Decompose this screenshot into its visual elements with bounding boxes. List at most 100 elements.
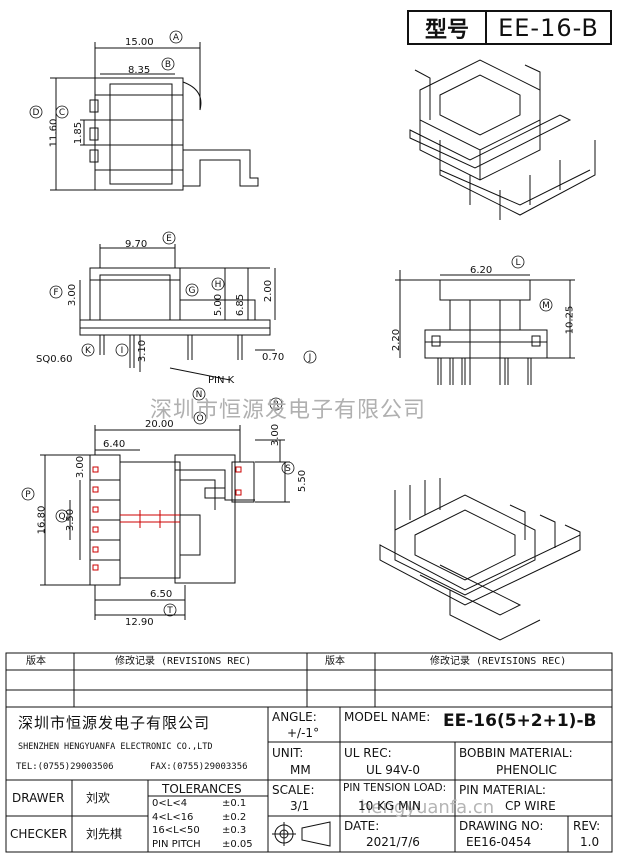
- callout-M: M: [539, 298, 553, 312]
- callout-C: C: [55, 105, 69, 119]
- model-header: 型号 EE-16-B: [407, 10, 612, 45]
- ul-label: UL REC:: [344, 746, 392, 760]
- callout-S: S: [281, 461, 295, 475]
- dim-R: 3.00: [270, 423, 282, 447]
- angle-value: +/-1°: [287, 726, 320, 740]
- dim-K: SQ0.60: [36, 354, 73, 365]
- svg-text:S: S: [285, 464, 291, 474]
- model-name-label: MODEL NAME:: [344, 710, 431, 724]
- callout-F: F: [49, 285, 63, 299]
- callout-J: J: [303, 350, 317, 364]
- revision-col1: 版本: [26, 656, 46, 667]
- dim-S: 5.50: [297, 469, 309, 493]
- pin-tension-value: 10 KG MIN: [358, 799, 421, 813]
- tolerance-range: 16<L<50: [152, 825, 200, 836]
- tolerance-range: PIN PITCH: [152, 838, 201, 850]
- front-view: [79, 244, 276, 381]
- dim-N: PIN K: [208, 375, 235, 386]
- scale-label: SCALE:: [272, 783, 315, 797]
- svg-text:I: I: [121, 346, 124, 356]
- drawer-label: DRAWER: [12, 791, 65, 805]
- svg-text:J: J: [308, 353, 312, 363]
- callout-D: D: [29, 105, 43, 119]
- callout-H: H: [211, 277, 225, 291]
- revision-table: [5, 652, 613, 708]
- dim-B: 8.35: [128, 65, 151, 76]
- dim-P: 16.80: [36, 505, 48, 535]
- callout-letters: A B C D E F G H I J K L M N O P Q R S T: [21, 30, 553, 617]
- model-value: EE-16-B: [498, 13, 599, 42]
- ul-value: UL 94V-0: [366, 763, 421, 777]
- watermark-site: hengyuanfa.cn: [360, 797, 495, 818]
- callout-O: O: [193, 411, 207, 425]
- isometric-view-bottom: [379, 478, 581, 641]
- watermark-company: 深圳市恒源发电子有限公司: [150, 398, 427, 423]
- dim-J: 0.70: [262, 352, 285, 363]
- svg-text:R: R: [273, 400, 279, 410]
- tolerance-value: ±0.3: [222, 825, 247, 836]
- rev-label: REV:: [573, 819, 601, 833]
- bobbin-value: PHENOLIC: [496, 763, 557, 777]
- dim-O: 20.00: [145, 419, 174, 430]
- drawing-no-label: DRAWING NO:: [459, 819, 544, 833]
- callout-P: P: [21, 487, 35, 501]
- callout-N: N: [192, 387, 206, 401]
- tolerances-label: TOLERANCES: [162, 782, 242, 796]
- callout-A: A: [169, 30, 183, 44]
- title-block-grid: [5, 706, 613, 853]
- dim-M2: 2.20: [391, 328, 403, 352]
- callout-B: B: [161, 57, 175, 71]
- dim-C: 1.85: [73, 121, 85, 145]
- checker-label: CHECKER: [10, 827, 68, 841]
- dim-H: 6.85: [235, 293, 247, 317]
- tolerance-range: 4<L<16: [152, 811, 194, 823]
- revision-col4: 修改记录 (REVISIONS REC): [430, 656, 567, 667]
- dim-O2: 6.40: [103, 439, 126, 450]
- revision-col3: 版本: [325, 656, 345, 667]
- company-fax: FAX:(0755)29003356: [150, 762, 248, 772]
- svg-text:B: B: [165, 60, 171, 70]
- tolerance-value: ±0.2: [222, 811, 247, 823]
- svg-text:H: H: [215, 280, 222, 290]
- dim-M: 10.25: [564, 305, 576, 335]
- dim-I: 3.10: [137, 339, 149, 363]
- svg-text:C: C: [59, 108, 65, 118]
- pin-markers: [92, 466, 242, 571]
- dim-L: 6.20: [470, 265, 493, 276]
- callout-T: T: [163, 603, 177, 617]
- svg-text:A: A: [173, 33, 180, 43]
- dim-D: 11.60: [48, 118, 60, 148]
- callout-I: I: [115, 343, 129, 357]
- unit-label: UNIT:: [272, 746, 304, 760]
- svg-text:N: N: [196, 390, 203, 400]
- callout-G: G: [185, 283, 199, 297]
- callout-K: K: [81, 343, 95, 357]
- dim-Q2: 3.00: [75, 455, 87, 479]
- svg-text:M: M: [542, 301, 550, 311]
- drawing-no-value: EE16-0454: [466, 835, 532, 849]
- pin-material-value: CP WIRE: [505, 799, 556, 813]
- svg-text:Q: Q: [58, 512, 65, 522]
- dim-G: 5.00: [213, 293, 225, 317]
- company-name-en: SHENZHEN HENGYUANFA ELECTRONIC CO.,LTD: [18, 742, 213, 752]
- date-value: 2021/7/6: [366, 835, 420, 849]
- drawer-value: 刘欢: [86, 791, 111, 805]
- svg-text:O: O: [196, 414, 203, 424]
- date-label: DATE:: [344, 819, 380, 833]
- model-name-value: EE-16(5+2+1)-B: [443, 711, 597, 731]
- svg-text:L: L: [515, 258, 520, 268]
- checker-value: 刘先棋: [86, 827, 123, 841]
- dim-T: 6.50: [150, 589, 173, 600]
- svg-text:E: E: [166, 234, 172, 244]
- svg-text:D: D: [33, 108, 40, 118]
- top-view: [50, 42, 259, 191]
- svg-text:F: F: [53, 288, 58, 298]
- bottom-view: [40, 425, 290, 620]
- dim-A: 15.00: [125, 37, 154, 48]
- dim-H2: 2.00: [263, 279, 275, 303]
- model-label: 型号: [409, 12, 487, 43]
- callout-L: L: [511, 255, 525, 269]
- company-tel: TEL:(0755)29003506: [16, 762, 114, 772]
- svg-text:G: G: [189, 286, 196, 296]
